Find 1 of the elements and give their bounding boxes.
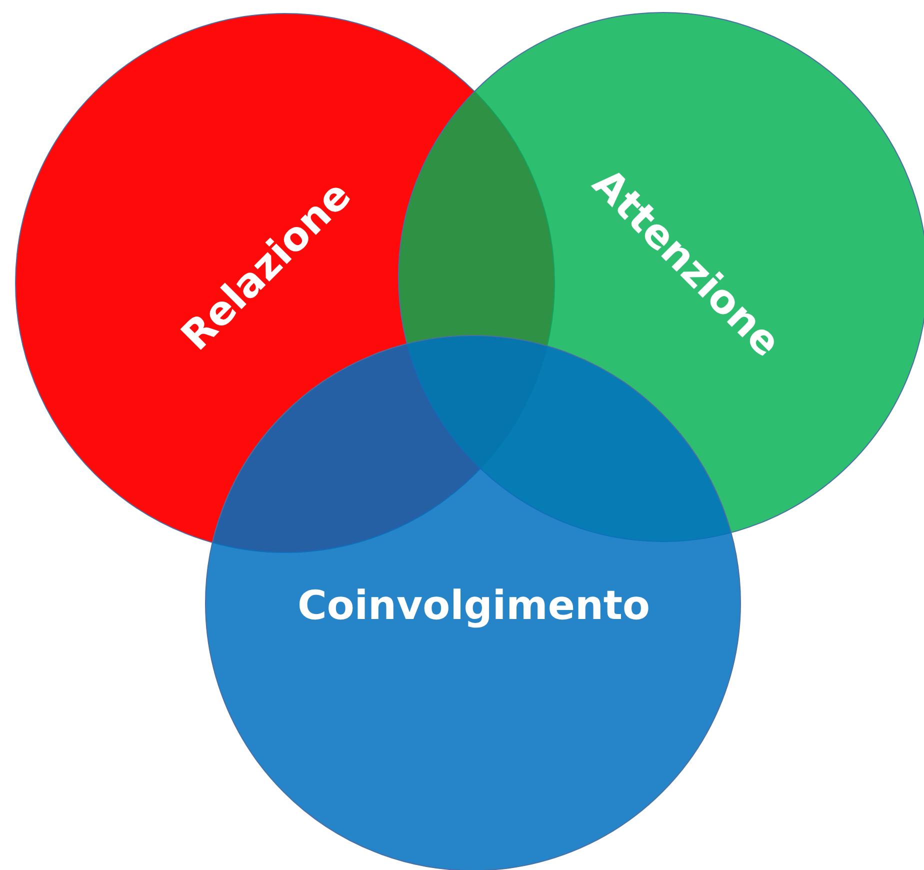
circle-label: Coinvolgimento [298, 583, 650, 629]
